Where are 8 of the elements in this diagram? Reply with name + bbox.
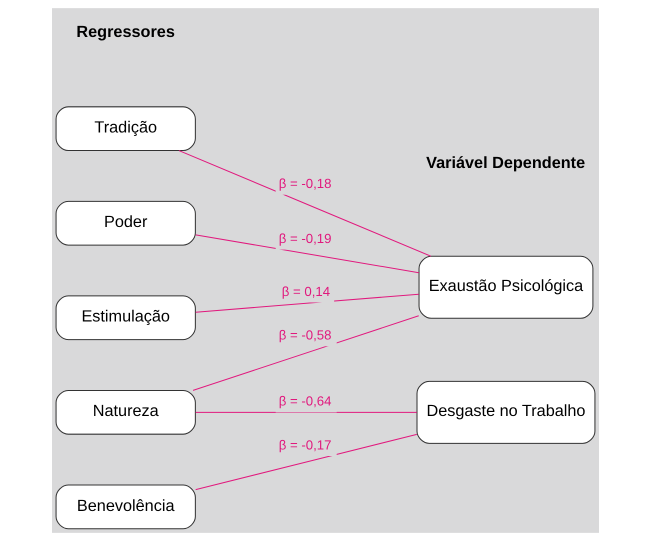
- edge-label: β = -0,64: [278, 394, 332, 409]
- edge-label: β = -0,17: [278, 437, 332, 452]
- edge-label: β = -0,58: [278, 328, 332, 343]
- label: Regressores: [76, 22, 175, 41]
- edge-label: β = -0,18: [278, 176, 332, 192]
- edge-label: β = -0,19: [278, 230, 332, 246]
- label: Variável Dependente: [426, 154, 586, 172]
- edge-label: β = 0,14: [282, 284, 330, 299]
